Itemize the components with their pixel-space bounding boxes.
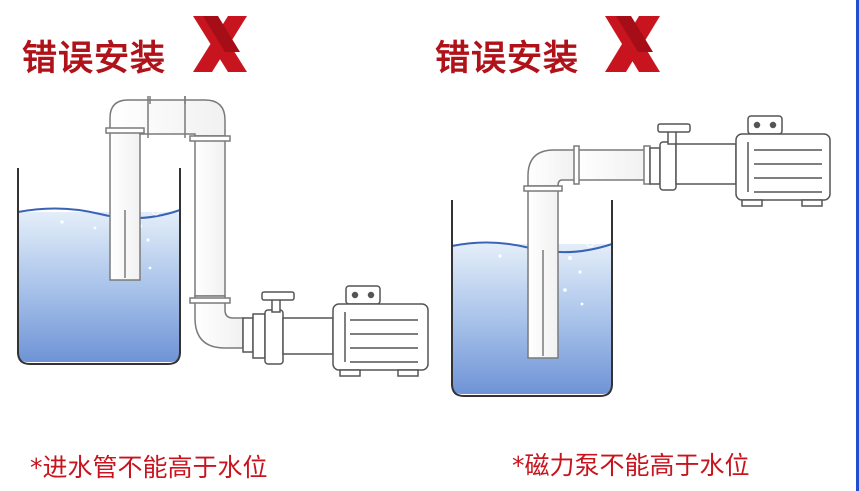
right-panel-title: 错误安装 — [435, 39, 580, 79]
left-installation-illustration — [17, 16, 429, 377]
magnetic-pump-icon — [242, 285, 429, 377]
inlet-pipe — [105, 96, 244, 349]
right-panel-caption: *磁力泵不能高于水位 — [512, 451, 750, 480]
right-wrong-installation-panel: 错误安装 — [430, 0, 859, 491]
motor-icon — [735, 115, 831, 207]
left-panel-caption: *进水管不能高于水位 — [30, 453, 268, 482]
right-installation-illustration — [451, 16, 831, 397]
left-panel-title: 错误安装 — [22, 39, 167, 79]
water-tank-icon — [17, 168, 181, 365]
left-wrong-installation-panel: 错误安装 — [17, 16, 429, 482]
right-edge-divider — [856, 0, 859, 491]
inlet-pipe — [523, 145, 651, 359]
magnetic-pump-icon — [649, 115, 831, 207]
wrong-x-icon — [605, 16, 660, 72]
motor-icon — [332, 285, 429, 377]
wrong-x-icon — [193, 16, 247, 72]
